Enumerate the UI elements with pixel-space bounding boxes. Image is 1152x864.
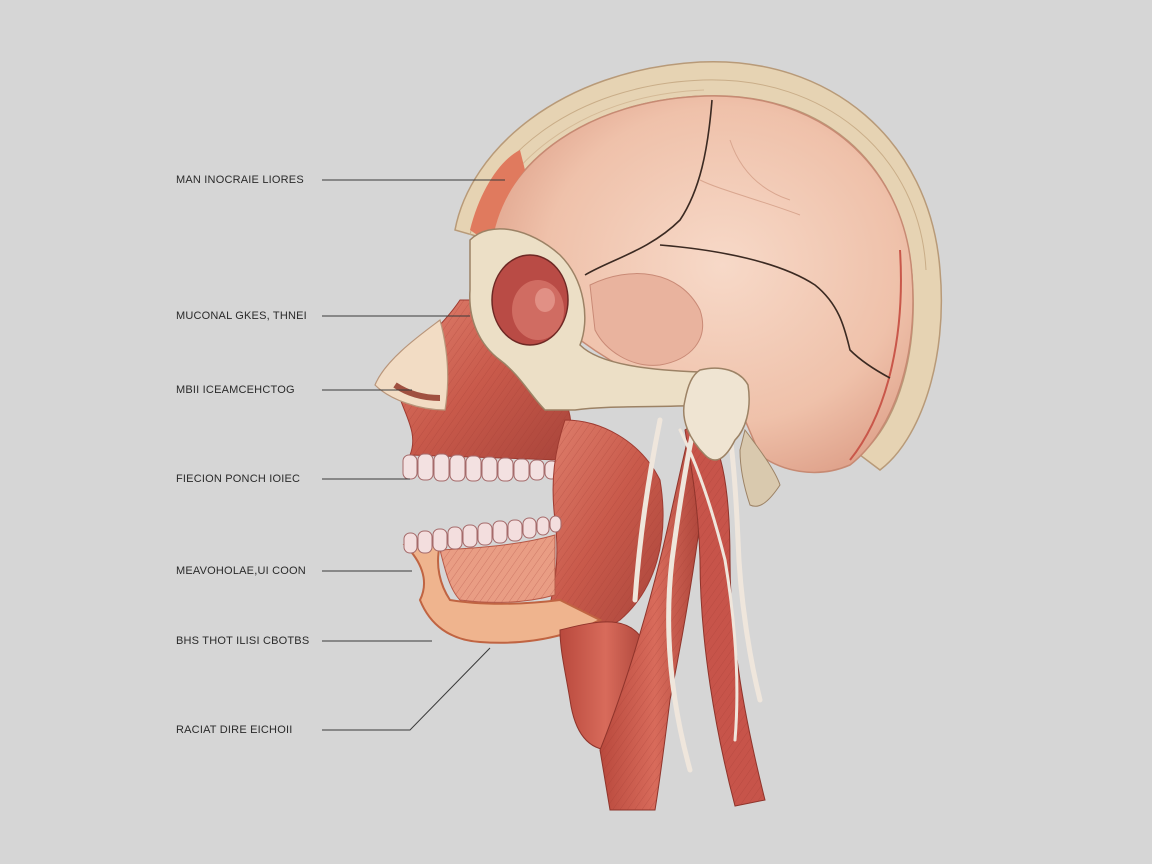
- skull-base-vertebrae: [683, 367, 781, 507]
- nasal-cartilage: [374, 318, 449, 411]
- label-5: MEAVOHOLAE,UI COON: [176, 565, 306, 577]
- orbit-and-zygoma: [469, 228, 747, 411]
- label-6: BHS THOT ILISI CBOTBS: [176, 635, 310, 647]
- frontal-muscle: [470, 150, 525, 245]
- label-7: RACIAT DIRE EICHOII: [176, 724, 293, 736]
- upper-teeth: [402, 453, 559, 482]
- temporalis-muscle: [589, 273, 704, 366]
- label-2: MUCONAL GKES, THNEI: [176, 310, 307, 322]
- label-3: MBII ICEAMCEHCTOG: [176, 384, 295, 396]
- label-1: MAN INOCRAIE LIORES: [176, 174, 304, 186]
- lower-teeth: [403, 515, 562, 554]
- leader-lines: [322, 179, 505, 731]
- label-4: FIECION PONCH IOIEC: [176, 473, 301, 485]
- mandible: [402, 544, 603, 644]
- leader-line-7: [322, 647, 491, 731]
